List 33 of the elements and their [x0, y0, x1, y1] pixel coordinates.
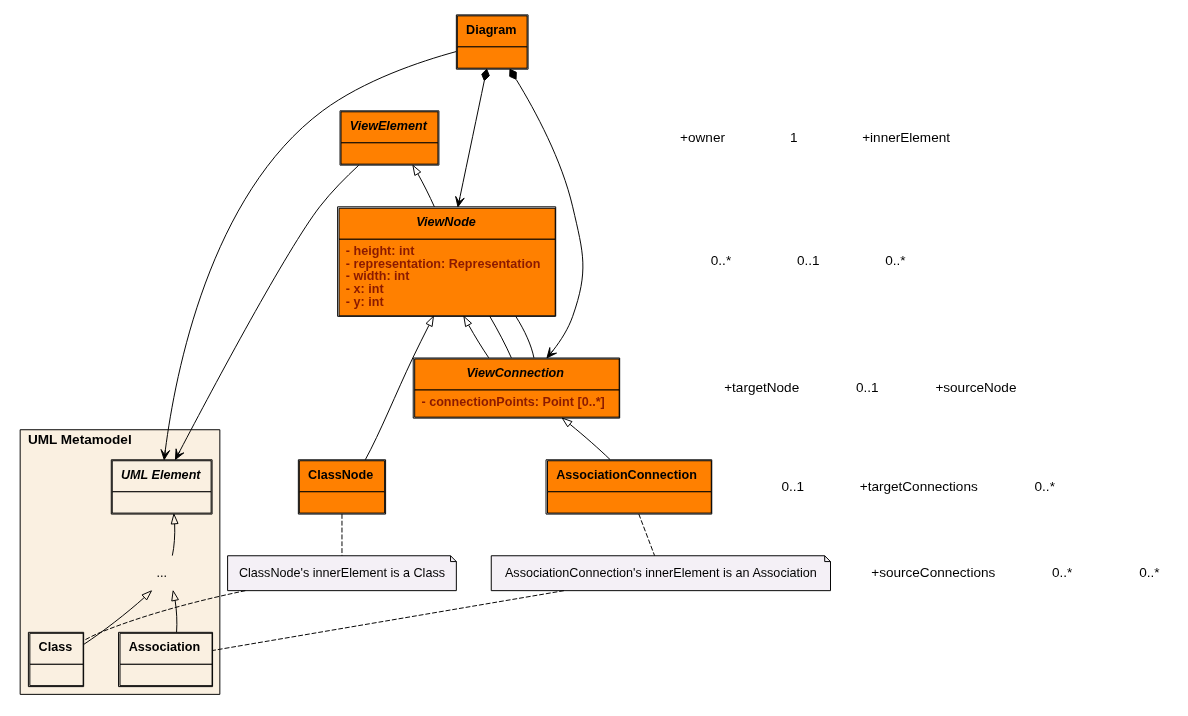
- connector: [341, 513, 343, 556]
- label: 0..1: [781, 478, 805, 494]
- arrow: [455, 68, 490, 207]
- label: 0..*: [1139, 564, 1160, 580]
- connector: [515, 315, 535, 358]
- label: +innerElement: [862, 129, 951, 145]
- arrow: [463, 315, 490, 358]
- arrow: [509, 68, 584, 358]
- arrow: [412, 164, 435, 207]
- arrow: [561, 417, 611, 460]
- connector: [212, 589, 565, 651]
- label: +targetNode: [724, 379, 800, 395]
- label: +sourceNode: [935, 379, 1017, 395]
- arrow: [174, 164, 360, 460]
- label: +owner: [680, 129, 725, 145]
- arrow: [364, 315, 434, 460]
- label: 0..*: [1052, 564, 1073, 580]
- connector: [83, 589, 246, 641]
- connector: [638, 513, 656, 556]
- label: +sourceConnections: [871, 564, 996, 580]
- label: 0..*: [885, 252, 906, 268]
- label: 0..*: [710, 252, 732, 268]
- arrow: [170, 513, 179, 556]
- label: 0..1: [856, 379, 879, 395]
- label: 0..1: [796, 252, 820, 268]
- arrow: [160, 50, 457, 460]
- label: 0..*: [1034, 478, 1055, 494]
- label: +targetConnections: [859, 478, 978, 494]
- label: 1: [789, 129, 798, 145]
- arrow: [171, 589, 179, 633]
- node-text: ...: [156, 565, 167, 579]
- arrow: [83, 589, 152, 645]
- connector: [489, 315, 512, 358]
